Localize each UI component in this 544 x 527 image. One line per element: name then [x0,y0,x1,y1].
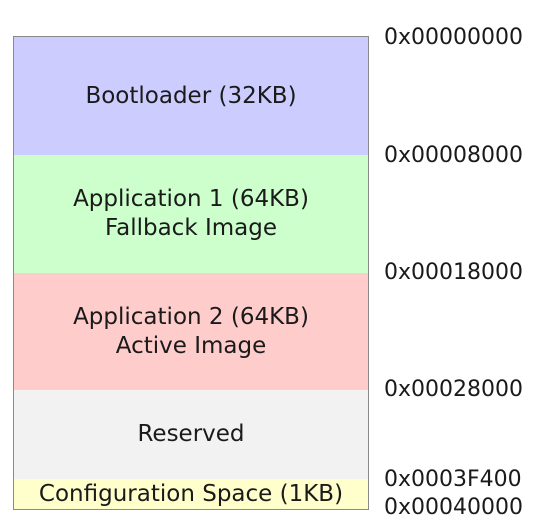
address-label: 0x00008000 [384,143,523,168]
region-reserved-label: Reserved [137,421,245,447]
memory-map: Bootloader (32KB) Application 1 (64KB) F… [13,36,369,510]
region-application-1-sublabel: Fallback Image [105,215,277,241]
address-label: 0x0003F400 [384,467,522,492]
address-label: 0x00000000 [384,25,523,50]
region-bootloader-label: Bootloader (32KB) [85,82,297,109]
region-application-2-sublabel: Active Image [115,332,267,359]
region-bootloader: Bootloader (32KB) [14,37,368,155]
region-reserved: Reserved [14,390,368,479]
address-label: 0x00018000 [384,260,523,285]
region-application-2: Application 2 (64KB) Active Image [14,273,368,390]
address-label: 0x00040000 [384,495,523,520]
region-application-1-label: Application 1 (64KB) [73,186,309,212]
address-label: 0x00028000 [384,377,523,402]
region-configuration-space: Configuration Space (1KB) [14,479,368,509]
region-application-1: Application 1 (64KB) Fallback Image [14,155,368,273]
region-configuration-space-label: Configuration Space (1KB) [38,480,344,507]
region-application-2-label: Application 2 (64KB) [73,303,309,330]
